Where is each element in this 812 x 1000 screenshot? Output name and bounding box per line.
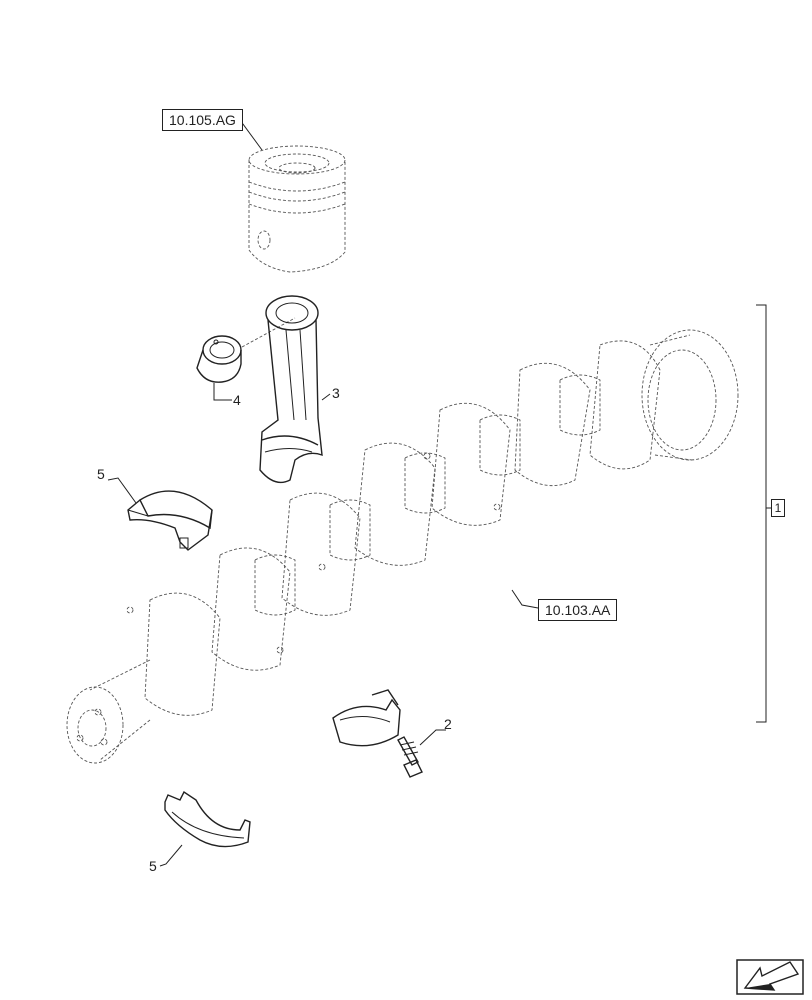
main-bearing-shell-lower bbox=[164, 790, 251, 848]
rod-leader bbox=[321, 393, 331, 401]
callout-bearing-upper: 5 bbox=[97, 466, 105, 482]
crankshaft-reference-label[interactable]: 10.103.AA bbox=[538, 599, 618, 621]
piston-ref-leader bbox=[239, 119, 263, 151]
main-bearing-shell-upper bbox=[127, 490, 213, 551]
group-bracket bbox=[756, 304, 767, 723]
callout-connecting-rod: 3 bbox=[332, 385, 340, 401]
bearing-upper-leader bbox=[107, 477, 137, 504]
bolt-leader bbox=[419, 729, 446, 746]
next-page-arrow-icon[interactable] bbox=[736, 959, 804, 995]
main-bearing-cap bbox=[332, 689, 401, 747]
bearing-lower-leader bbox=[159, 844, 183, 867]
piston-phantom bbox=[248, 145, 346, 273]
group-label: 1 bbox=[771, 499, 785, 517]
callout-bushing: 4 bbox=[233, 392, 241, 408]
crankshaft-ref-leader bbox=[511, 589, 539, 609]
callout-bolt: 2 bbox=[444, 716, 452, 732]
callout-bearing-lower: 5 bbox=[149, 858, 157, 874]
main-bearing-bolt bbox=[397, 736, 423, 778]
piston-pin-bushing bbox=[196, 335, 242, 383]
piston-reference-label[interactable]: 10.105.AG bbox=[162, 109, 243, 131]
connecting-rod bbox=[259, 295, 323, 484]
crankshaft-phantom bbox=[66, 329, 739, 764]
bushing-leader bbox=[213, 383, 232, 401]
